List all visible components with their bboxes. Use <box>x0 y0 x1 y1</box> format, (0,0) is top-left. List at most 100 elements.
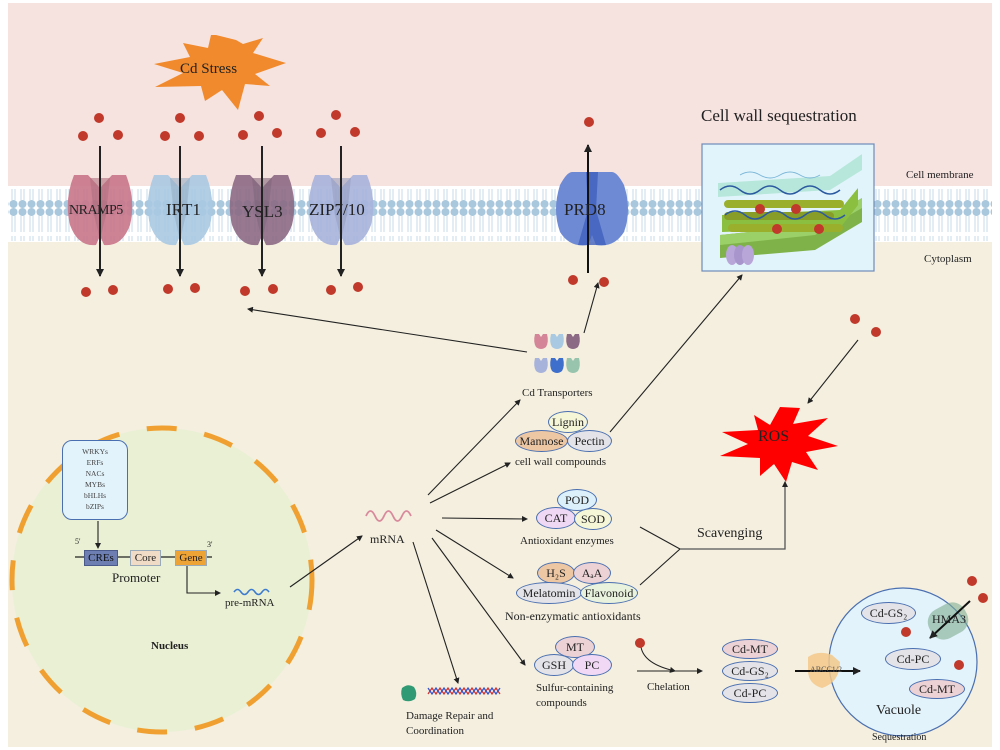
pod-ellipse: POD <box>557 489 597 511</box>
vacuole-cd-pc: Cd-PC <box>885 648 941 670</box>
cd-ion <box>331 110 341 120</box>
arrow-to-influx <box>247 306 528 353</box>
ysl3-label: YSL3 <box>242 202 283 221</box>
cd-ion <box>190 283 200 293</box>
scavenging-arrow <box>680 481 788 550</box>
arrow-to-cell-wall-compounds <box>429 462 511 504</box>
damage-repair-line1: Damage Repair and <box>406 710 494 722</box>
irt1-label: IRT1 <box>166 200 201 219</box>
tf-item: WRKYs <box>82 447 108 456</box>
tf-item: bZIPs <box>86 502 104 511</box>
cd-ion <box>240 286 250 296</box>
vacuole-cd-gs2: Cd-GS₂ <box>861 602 916 624</box>
antioxidant-enzymes-label: Antioxidant enzymes <box>520 535 614 547</box>
damage-repair-line2: Coordination <box>406 725 465 737</box>
flavonoid-ellipse: Flavonoid <box>580 582 638 604</box>
cd-ion <box>175 113 185 123</box>
mini-transporter <box>534 358 548 373</box>
arrow-to-enzymes <box>441 515 528 522</box>
mrna-wave <box>365 510 412 522</box>
cd-ion <box>254 111 264 121</box>
sod-ellipse: SOD <box>574 508 612 530</box>
cd-ion <box>353 282 363 292</box>
non-enzymatic-label: Non-enzymatic antioxidants <box>505 609 641 623</box>
cd-ion <box>163 284 173 294</box>
ros-starburst <box>720 407 838 482</box>
ros-label: ROS <box>758 428 790 445</box>
gsh-ellipse: GSH <box>534 654 574 676</box>
cd-ion <box>272 128 282 138</box>
sulfur-label-line1: Sulfur-containing <box>536 682 614 694</box>
mini-transporter <box>550 334 564 349</box>
abcc-label: ABCC1/2 <box>810 665 843 674</box>
nucleus-label: Nucleus <box>151 640 189 652</box>
cres-box: CREs <box>84 550 118 566</box>
vacuole-cd-mt: Cd-MT <box>909 679 965 699</box>
mrna-label: mRNA <box>370 532 405 546</box>
cd-ion <box>901 627 911 637</box>
cd-ion <box>978 593 988 603</box>
cd-ion <box>599 277 609 287</box>
arrow-pre-mrna-to-mrna <box>289 535 363 588</box>
lignin-ellipse: Lignin <box>548 411 588 433</box>
promoter-label: Promoter <box>112 570 161 585</box>
cell-wall-compounds-label: cell wall compounds <box>515 456 607 468</box>
complex-cd-gs2: Cd-GS₂ <box>722 661 778 681</box>
arrow-to-sulfur <box>431 537 526 666</box>
cd-ion <box>316 128 326 138</box>
tf-item: bHLHs <box>83 491 107 500</box>
vacuole-label: Vacuole <box>876 703 922 718</box>
cd-ion <box>635 638 645 648</box>
sulfur-label-line2: compounds <box>536 697 587 709</box>
complex-cd-mt: Cd-MT <box>722 639 778 659</box>
cd-ion <box>850 314 860 324</box>
arrow-to-non-enzymatic <box>435 529 514 579</box>
cd-ion <box>967 576 977 586</box>
repair-protein-icon <box>401 685 417 702</box>
arrow-to-damage-repair <box>412 541 460 684</box>
aa-ellipse: AₐA <box>573 562 611 584</box>
cytoplasm-label: Cytoplasm <box>924 253 972 265</box>
mini-transporter <box>566 358 580 373</box>
cd-ion <box>350 127 360 137</box>
cd-ion <box>238 130 248 140</box>
hma3-label: HMA3 <box>932 612 967 626</box>
arrow-to-transporters <box>427 399 521 496</box>
h2s-ellipse: H₂S <box>537 562 575 584</box>
chelation-label: Chelation <box>647 681 690 693</box>
cat-ellipse: CAT <box>536 507 576 529</box>
arrow-to-efflux <box>583 282 600 334</box>
gene-box: Gene <box>175 550 207 566</box>
pre-mrna-label: pre-mRNA <box>225 597 275 609</box>
sequestration-label: Sequestration <box>872 732 927 743</box>
prd8-transporter <box>556 172 628 246</box>
cd-ion <box>584 117 594 127</box>
prd8-label: PRD8 <box>564 200 606 219</box>
transcription-arrow <box>186 565 221 596</box>
cd-ion <box>871 327 881 337</box>
mini-transporter <box>534 334 548 349</box>
cd-ion <box>78 131 88 141</box>
tf-item: NACs <box>85 469 105 478</box>
zip710-label: ZIP7/10 <box>309 200 365 219</box>
three-prime-label: 3' <box>207 540 213 549</box>
cd-transporters-label: Cd Transporters <box>522 387 593 399</box>
chelation-curve <box>640 646 676 673</box>
cell-wall-title: Cell wall sequestration <box>701 106 857 125</box>
cd-ion <box>160 131 170 141</box>
tf-item: ERFs <box>86 458 104 467</box>
cd-ion <box>194 131 204 141</box>
dna-helix-blue <box>427 686 501 696</box>
cell-membrane-label: Cell membrane <box>906 169 974 181</box>
complex-cd-pc: Cd-PC <box>722 683 778 703</box>
mini-transporter <box>566 334 580 349</box>
cd-ion <box>268 284 278 294</box>
pectin-ellipse: Pectin <box>567 430 612 452</box>
cd-ion <box>326 285 336 295</box>
mannose-ellipse: Mannose <box>515 430 568 452</box>
hma3-arrow <box>929 600 971 639</box>
cell-wall-illustration <box>701 143 875 272</box>
pre-mrna-wave <box>233 588 270 596</box>
core-box: Core <box>130 550 161 566</box>
